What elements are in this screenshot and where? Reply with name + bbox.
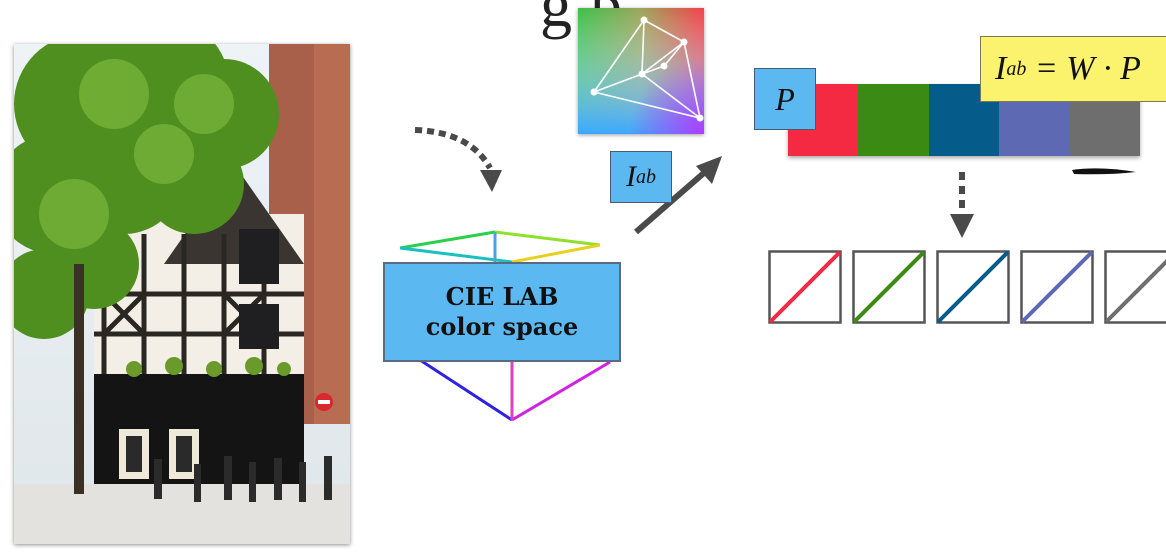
palette-mesh-thumbnail [578,8,704,134]
output-swatch-row [768,250,1166,324]
iab-sub: ab [636,165,656,188]
output-swatch [1020,250,1094,324]
output-swatch [936,250,1010,324]
scribble-mark [1072,168,1136,175]
pub-photo-illustration [14,44,350,544]
equation-rhs: = W · P [1026,50,1141,87]
iab-main: I [626,160,636,193]
lab-color-space-label: CIE LAB color space [383,262,621,362]
lab-label-line1: CIE LAB [445,282,559,311]
dashed-curve-arrowhead [480,170,502,192]
output-swatch [852,250,926,324]
straight-arrowhead [696,156,722,184]
equation-lhs: I [995,50,1007,87]
p-label: P [754,68,816,130]
input-photo [14,44,350,544]
output-swatch [768,250,842,324]
dashed-curve-arrow [414,127,493,170]
palette-swatch [858,84,929,156]
equation-lhs-sub: ab [1006,57,1027,80]
down-arrowhead [950,214,974,238]
output-swatch [1104,250,1166,324]
lab-label-line2: color space [425,312,579,341]
